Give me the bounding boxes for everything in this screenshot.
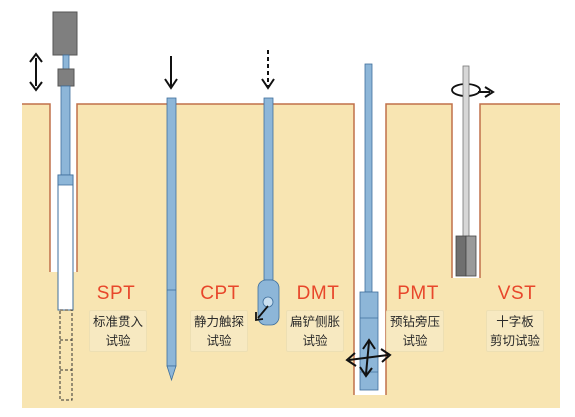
rotation-arrow-icon [451, 83, 495, 98]
drill-rod [60, 85, 71, 176]
anvil [57, 68, 75, 87]
vst-abbreviation: VST [497, 283, 537, 304]
membrane [262, 296, 274, 308]
down-arrow-icon [164, 56, 178, 90]
pmt-abbreviation: PMT [397, 283, 439, 304]
cone-tip [166, 365, 177, 382]
cpt-abbreviation: CPT [200, 283, 240, 304]
pmt-name-line1: 预钻旁压 [390, 314, 441, 329]
cone-penetrometer-rod [166, 97, 177, 367]
split-spoon-sampler [57, 174, 74, 311]
spt-apparatus [29, 11, 78, 401]
cpt-name-line2: 试验 [206, 333, 232, 348]
expansion-arrows-icon [345, 338, 392, 378]
dashed-down-arrow-icon [261, 50, 275, 90]
spt-name-label: 标准贯入 试验 [89, 310, 148, 352]
vane-blade-right [465, 235, 477, 277]
pmt-name-label: 预钻旁压 试验 [386, 310, 445, 352]
dmt-abbreviation: DMT [296, 283, 340, 304]
dmt-name-label: 扁铲侧胀 试验 [286, 310, 345, 352]
dmt-name-line2: 试验 [302, 333, 328, 348]
dmt-name-line1: 扁铲侧胀 [290, 314, 341, 329]
flat-dilatometer-rod [263, 97, 274, 281]
spt-name-line1: 标准贯入 [93, 314, 144, 329]
pmt-apparatus [345, 63, 392, 391]
vst-name-line1: 十字板 [496, 314, 534, 329]
double-arrow-icon [29, 52, 43, 92]
pressuremeter-tube [364, 63, 373, 293]
spt-abbreviation: SPT [96, 283, 136, 304]
pmt-name-line2: 试验 [402, 333, 428, 348]
cpt-name-line1: 静力触探 [194, 314, 245, 329]
vst-apparatus [451, 65, 495, 277]
sampler-penetration-outline [59, 309, 73, 401]
membrane-expansion-arrow-icon [255, 305, 269, 322]
ground-surface-line [22, 103, 560, 395]
cpt-apparatus [164, 56, 178, 382]
dmt-apparatus [255, 50, 280, 326]
guide-rod [62, 54, 70, 70]
cpt-name-label: 静力触探 试验 [190, 310, 249, 352]
vane-blade-left [455, 235, 467, 277]
vst-name-line2: 剪切试验 [490, 333, 541, 348]
vst-name-label: 十字板 剪切试验 [486, 310, 545, 352]
drop-hammer [52, 11, 78, 56]
spt-name-line2: 试验 [105, 333, 131, 348]
